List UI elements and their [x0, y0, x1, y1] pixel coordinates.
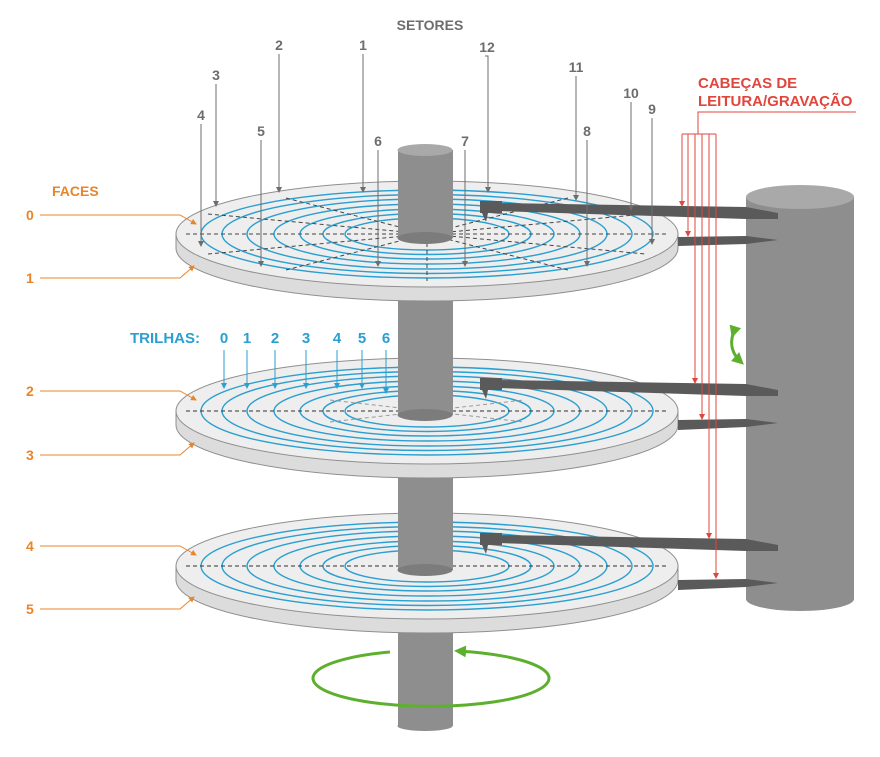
track-labels: 0 1 2 3 4 5 6 [220, 330, 390, 347]
sector-label-3: 3 [212, 67, 220, 83]
heads-label-line1: CABEÇAS DE [698, 75, 797, 92]
head-arms [480, 201, 778, 590]
heads-label: CABEÇAS DE LEITURA/GRAVAÇÃO [698, 75, 853, 110]
actuator-swivel-arrow [729, 324, 744, 365]
spindle-bottom [397, 620, 453, 731]
sector-arrows [198, 54, 655, 267]
heads-label-line2: LEITURA/GRAVAÇÃO [698, 92, 853, 110]
track-label-1: 1 [243, 330, 251, 347]
sectors-title: SETORES [397, 17, 464, 33]
sector-label-9: 9 [648, 101, 656, 117]
track-arrows [221, 350, 389, 394]
spindle-segment-2 [397, 478, 453, 576]
track-label-4: 4 [333, 330, 342, 347]
sector-label-5: 5 [257, 123, 265, 139]
track-label-3: 3 [302, 330, 310, 347]
spindle-segment-1 [397, 298, 453, 421]
track-label-0: 0 [220, 330, 228, 347]
faces-title: FACES [52, 183, 99, 199]
sector-label-7: 7 [461, 133, 469, 149]
sector-label-2: 2 [275, 37, 283, 53]
sector-label-1: 1 [359, 37, 367, 53]
sector-label-10: 10 [623, 85, 639, 101]
tracks-title: TRILHAS: [130, 330, 200, 347]
sector-label-12: 12 [479, 39, 495, 55]
face-label-1: 1 [26, 270, 34, 286]
face-label-0: 0 [26, 207, 34, 223]
face-label-2: 2 [26, 383, 34, 399]
face-label-4: 4 [26, 538, 34, 554]
face-leader-lines [40, 214, 197, 610]
face-labels: 0 1 2 3 4 5 [26, 207, 34, 617]
sector-label-6: 6 [374, 133, 382, 149]
track-label-5: 5 [358, 330, 366, 347]
sector-label-4: 4 [197, 107, 205, 123]
spindle-top [397, 144, 453, 244]
actuator-column [746, 185, 854, 611]
track-label-2: 2 [271, 330, 279, 347]
sector-labels: 1 2 3 4 5 6 7 8 9 10 11 12 [197, 37, 656, 149]
sector-label-8: 8 [583, 123, 591, 139]
sector-label-11: 11 [569, 59, 584, 75]
track-label-6: 6 [382, 330, 390, 347]
rotation-arrow [311, 645, 551, 708]
face-label-5: 5 [26, 601, 34, 617]
head-leader-lines [679, 111, 856, 579]
face-label-3: 3 [26, 447, 34, 463]
